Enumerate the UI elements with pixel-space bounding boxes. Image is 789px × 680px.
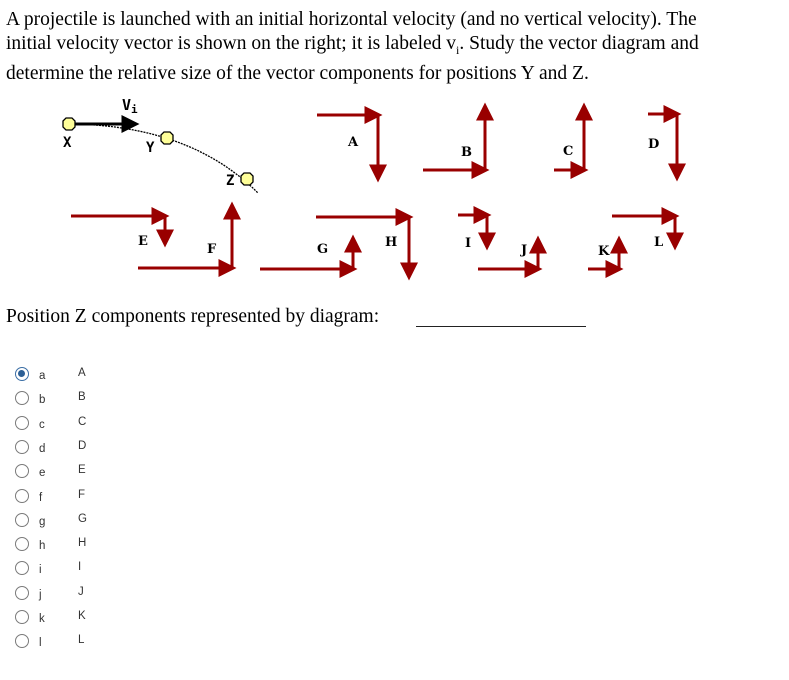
vector-diagram-label: E [138, 234, 148, 249]
svg-text:Y: Y [146, 140, 155, 156]
trajectory: Vi X Y Z [62, 96, 259, 194]
option-value: L [78, 634, 85, 647]
vector-diagram-label: D [648, 137, 659, 152]
radio-button[interactable] [15, 439, 29, 454]
option-letter: k [39, 613, 45, 625]
vector-diagram-label: F [207, 242, 217, 257]
radio-button[interactable] [15, 367, 29, 381]
option-value: E [78, 464, 86, 477]
vector-diagram-label: K [598, 244, 610, 259]
radio-button[interactable] [15, 391, 29, 406]
radio-button[interactable] [15, 634, 29, 649]
option-letter: d [39, 442, 46, 455]
option-value: I [78, 561, 82, 574]
radio-button[interactable] [15, 415, 29, 430]
option-value: A [78, 367, 86, 379]
option-value: D [78, 439, 87, 452]
radio-button[interactable] [15, 585, 29, 600]
vector-diagram-figure: Vi X Y Z A B C D E F G H I J K L [62, 96, 686, 281]
vector-diagram-label: C [563, 144, 573, 159]
position-marker-z: Z [226, 172, 254, 189]
svg-text:X: X [63, 135, 72, 151]
question-line-2: initial velocity vector is shown on the … [6, 32, 781, 62]
option-letter: i [39, 564, 42, 577]
option-value: B [78, 391, 86, 404]
vector-diagram-i: I [458, 206, 496, 251]
vector-diagram-label: G [317, 242, 328, 257]
question-line-3: determine the relative size of the vecto… [6, 62, 589, 84]
option-letter: j [39, 588, 42, 601]
option-value: H [78, 537, 87, 550]
option-letter: a [39, 370, 46, 382]
option-letter: f [39, 491, 43, 504]
option-letter: h [39, 540, 46, 553]
vector-diagram-a: A [317, 106, 387, 183]
answer-blank-line [416, 326, 586, 327]
position-marker-x: X [62, 117, 76, 151]
vector-diagram-d: D [648, 105, 686, 182]
vector-diagram-label: H [385, 235, 397, 250]
vector-diagram-label: J [520, 243, 527, 258]
radio-button[interactable] [15, 561, 29, 576]
option-value: F [78, 488, 86, 501]
question-line-2-post: . Study the vector diagram and [459, 33, 699, 54]
option-letter: b [39, 394, 46, 407]
question-line-2-pre: initial velocity vector is shown on the … [6, 33, 457, 54]
question-text: A projectile is launched with an initial… [6, 8, 781, 86]
question-line-1: A projectile is launched with an initial… [6, 9, 697, 30]
vector-diagram-g: G [260, 234, 362, 278]
position-marker-y: Y [146, 131, 174, 156]
option-value: K [78, 610, 86, 622]
option-letter: c [39, 418, 45, 431]
vector-diagram-label: B [461, 145, 472, 160]
radio-button[interactable] [15, 512, 29, 527]
option-letter: g [39, 515, 46, 528]
radio-button[interactable] [15, 537, 29, 552]
vector-diagram-c: C [554, 102, 593, 179]
answer-vector-diagrams: A B C D E F G H I J K L [71, 102, 686, 281]
vector-diagram-label: A [347, 135, 359, 150]
prompt-text: Position Z components represented by dia… [6, 306, 380, 327]
vector-diagram-h: H [316, 208, 418, 281]
vector-diagram-b: B [423, 102, 494, 179]
option-letter: l [39, 637, 42, 650]
vector-diagram-l: L [612, 207, 684, 251]
vector-diagram-label: L [654, 235, 663, 250]
subscript-i: i [456, 42, 460, 57]
option-letter: e [39, 467, 46, 480]
option-value: J [78, 585, 84, 598]
vector-diagram-k: K [588, 235, 628, 278]
radio-button[interactable] [15, 488, 29, 503]
option-value: C [78, 415, 87, 428]
vector-diagram-e: E [71, 207, 174, 249]
svg-text:Z: Z [226, 173, 234, 189]
vector-diagram-label: I [465, 236, 471, 251]
vector-diagram-f: F [138, 201, 241, 277]
option-value: G [78, 512, 87, 525]
vector-diagram-j: J [478, 235, 547, 278]
radio-button[interactable] [15, 464, 29, 479]
radio-button[interactable] [15, 610, 29, 624]
velocity-label: Vi [122, 96, 138, 116]
